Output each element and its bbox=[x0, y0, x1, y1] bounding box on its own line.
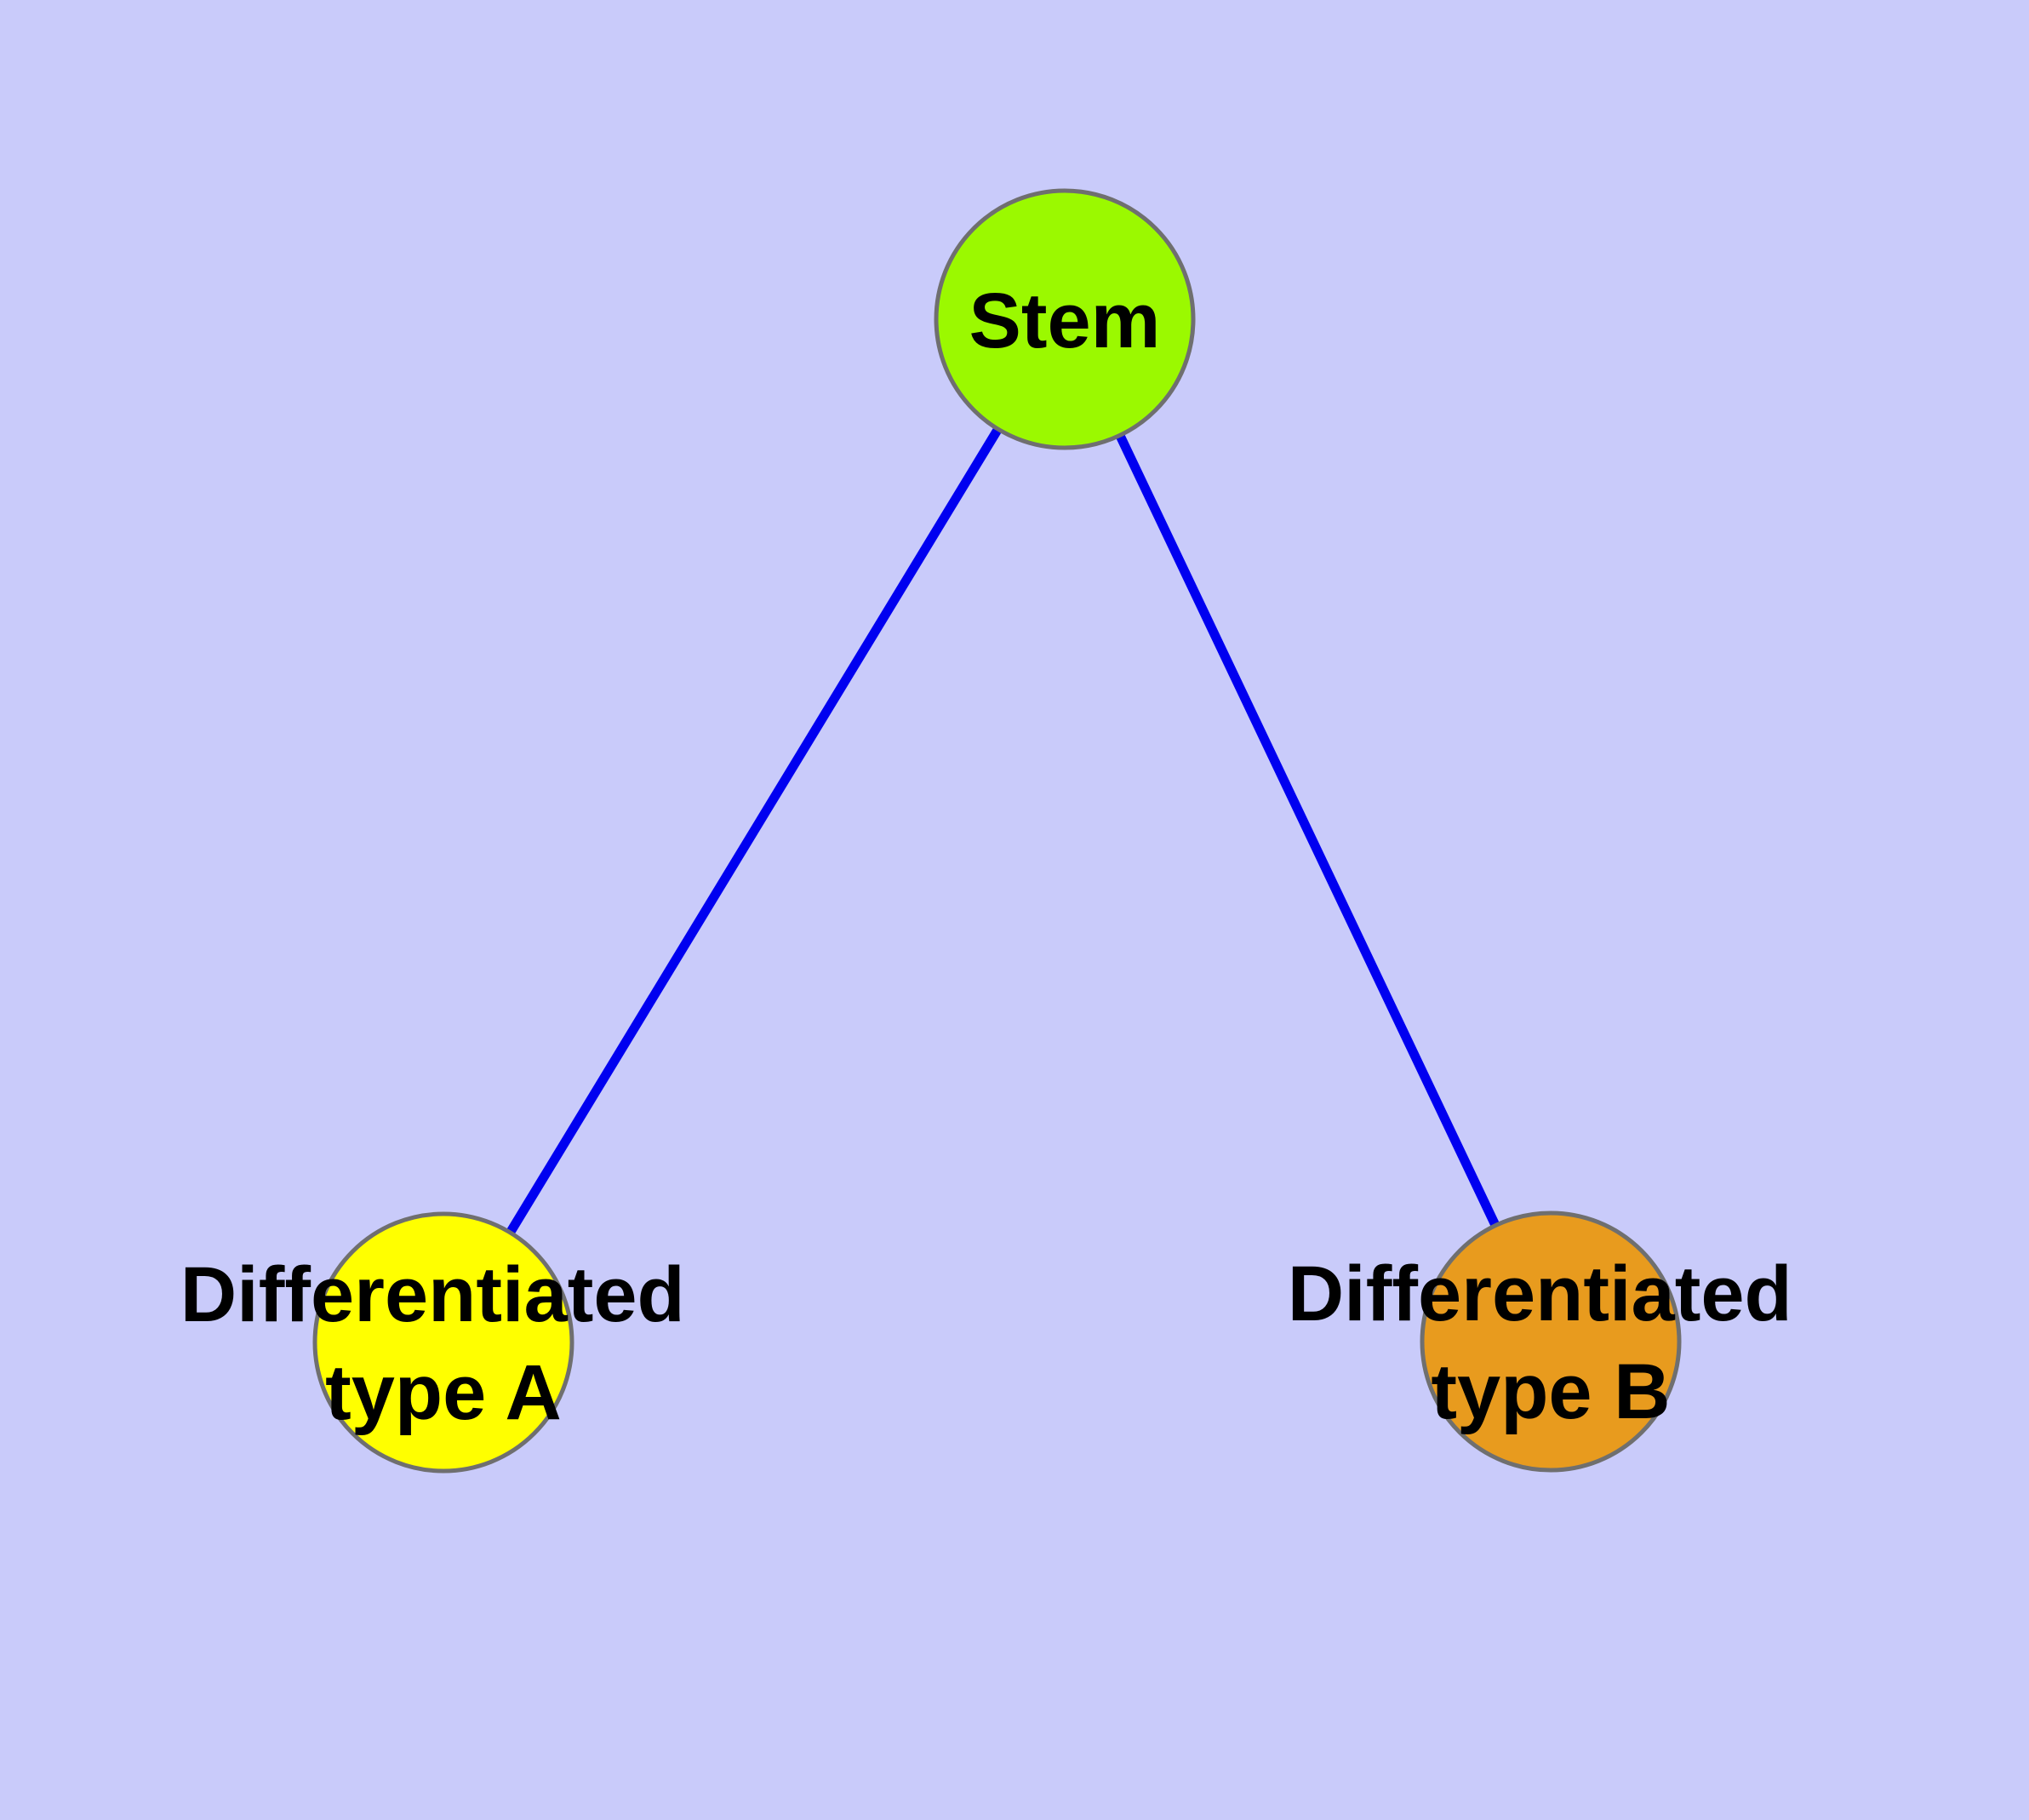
node-differentiated-type-a-label: Differentiated type A bbox=[180, 1251, 707, 1436]
node-differentiated-type-b-label-line2: type B bbox=[1431, 1348, 1670, 1435]
node-differentiated-type-b-label-line1: Differentiated bbox=[1288, 1251, 1792, 1337]
node-differentiated-type-a-label-line2: type A bbox=[325, 1349, 562, 1436]
edge-stem-to-type-b bbox=[1060, 317, 1555, 1344]
node-stem bbox=[934, 188, 1196, 450]
node-differentiated-type-b bbox=[1420, 1210, 1682, 1473]
node-differentiated-type-a-label-line1: Differentiated bbox=[180, 1251, 685, 1338]
node-stem-label: Stem bbox=[969, 278, 1161, 364]
node-differentiated-type-b-label: Differentiated type B bbox=[1288, 1251, 1815, 1435]
edge-stem-to-type-a bbox=[439, 317, 1069, 1345]
node-differentiated-type-a bbox=[312, 1211, 574, 1474]
